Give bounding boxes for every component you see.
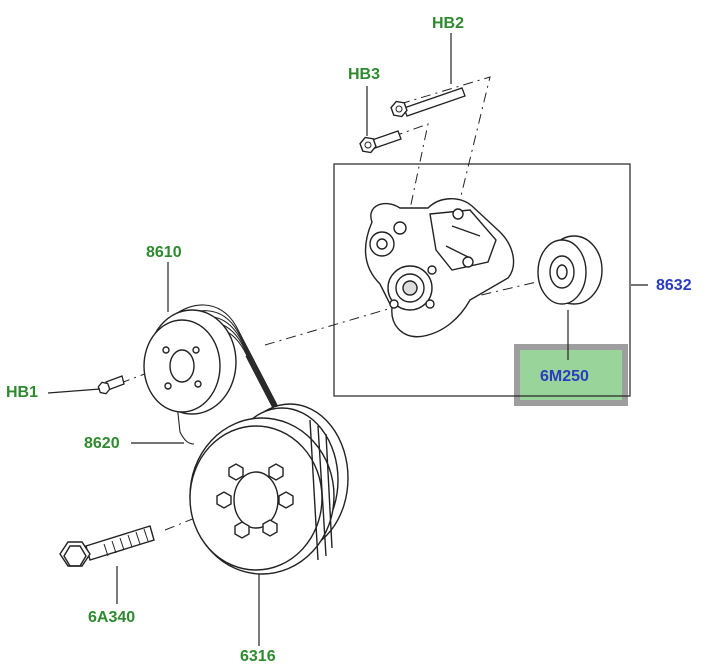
assembly-frame-8632 [333, 163, 631, 397]
bolt-hb1-drawing [97, 375, 125, 395]
selected-part-highlight-fill [520, 350, 622, 400]
callout-8610[interactable]: 8610 [146, 244, 182, 261]
bolt-hb3-drawing [357, 130, 402, 156]
leader-lines [47, 33, 648, 646]
bolt-hb2-drawing [388, 87, 466, 120]
tensioner-bracket-drawing [364, 198, 515, 338]
callout-hb1[interactable]: HB1 [6, 384, 39, 401]
pulley-8610-drawing [143, 309, 237, 415]
callout-8620[interactable]: 8620 [84, 435, 120, 452]
callout-8632[interactable]: 8632 [656, 277, 692, 294]
crank-bolt-drawing [59, 525, 155, 567]
callout-6m250[interactable]: 6M250 [540, 368, 589, 385]
callout-6a340[interactable]: 6A340 [88, 609, 136, 626]
callout-hb2[interactable]: HB2 [432, 15, 465, 32]
crank-pulley-drawing [189, 403, 349, 575]
callout-6316[interactable]: 6316 [240, 648, 276, 665]
callout-hb3[interactable]: HB3 [348, 66, 381, 83]
idler-pulley-drawing [537, 235, 603, 305]
